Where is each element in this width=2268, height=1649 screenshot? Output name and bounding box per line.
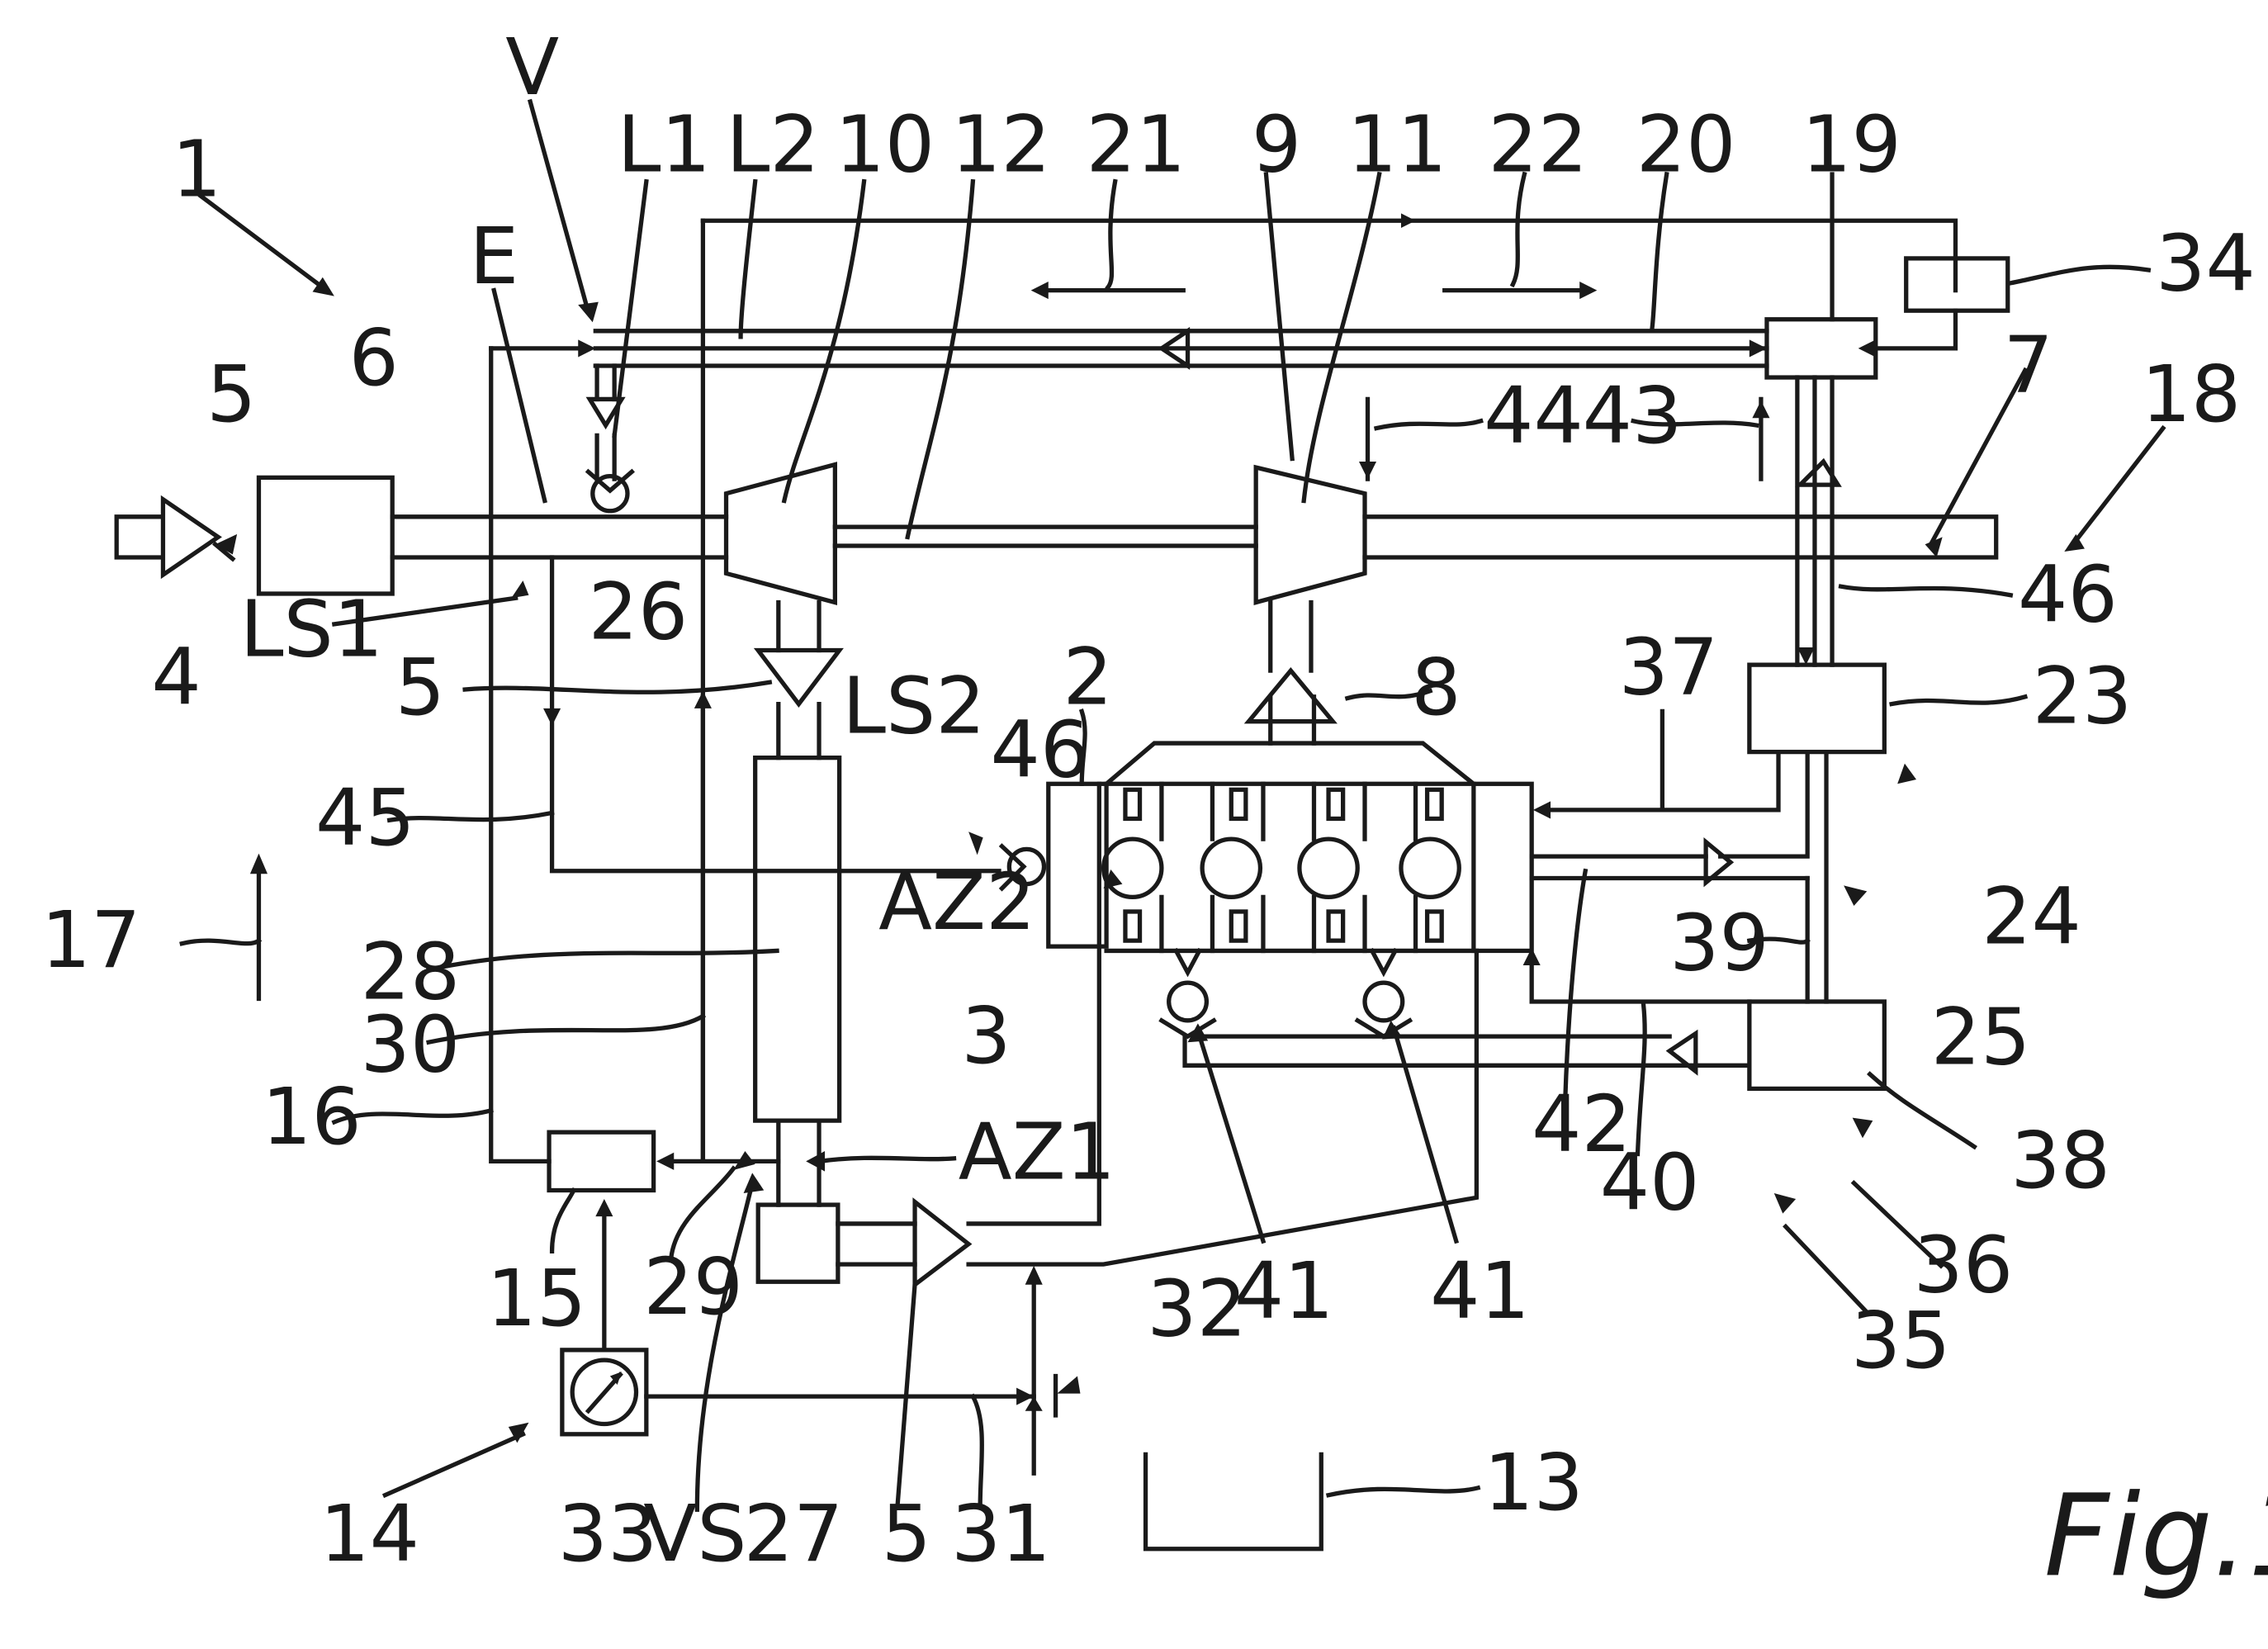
label-4: 4 <box>151 633 201 723</box>
label-24: 24 <box>1982 872 2081 963</box>
gauge-33 <box>570 1358 639 1427</box>
valve-26 <box>590 473 630 514</box>
label-L1: L1 <box>618 99 711 190</box>
label-36: 36 <box>1914 1220 2014 1311</box>
check-valve-5a <box>160 495 222 580</box>
label-16: 16 <box>262 1072 362 1163</box>
check-valve-8 <box>1243 667 1338 724</box>
label-5c: 5 <box>882 1489 931 1580</box>
valve-v <box>585 396 626 430</box>
label-AZ1: AZ1 <box>959 1106 1115 1197</box>
label-5a: 5 <box>206 349 256 440</box>
label-19: 19 <box>1802 99 1901 190</box>
label-18: 18 <box>2141 349 2241 440</box>
label-25: 25 <box>1931 993 2031 1083</box>
check-valve-5b <box>753 647 844 708</box>
label-10: 10 <box>835 99 935 190</box>
label-37: 37 <box>1619 622 1719 713</box>
label-V: V <box>505 22 559 113</box>
box-19 <box>1764 317 1878 380</box>
label-11: 11 <box>1347 99 1447 190</box>
label-17: 17 <box>41 895 141 986</box>
label-9: 9 <box>1252 99 1301 190</box>
label-7: 7 <box>2003 320 2053 411</box>
turbine-11 <box>1253 464 1367 605</box>
label-30: 30 <box>361 999 461 1090</box>
valve-41b <box>1362 980 1405 1023</box>
label-8: 8 <box>1411 642 1461 733</box>
label-5b: 5 <box>395 642 445 733</box>
label-43: 43 <box>1583 371 1683 462</box>
valve-46a <box>1006 846 1047 887</box>
figure-caption: Fig.1 <box>2044 1471 2268 1602</box>
leader-lines <box>179 98 2166 1512</box>
label-31: 31 <box>951 1489 1051 1580</box>
label-38: 38 <box>2010 1116 2110 1206</box>
label-26: 26 <box>589 566 689 657</box>
label-44: 44 <box>1484 371 1584 462</box>
label-46b: 46 <box>990 704 1090 795</box>
label-13: 13 <box>1484 1438 1584 1528</box>
box-34 <box>1904 256 2010 313</box>
label-14: 14 <box>320 1489 419 1580</box>
label-42: 42 <box>1532 1079 1631 1170</box>
tank-13 <box>1143 1452 1323 1552</box>
label-46a: 46 <box>2018 549 2118 640</box>
filter-6 <box>256 475 395 596</box>
label-28: 28 <box>361 926 461 1017</box>
box-23 <box>1747 662 1887 755</box>
label-VS: VS <box>643 1489 746 1580</box>
label-45: 45 <box>315 773 415 864</box>
label-40: 40 <box>1600 1137 1700 1228</box>
label-32: 32 <box>1147 1263 1247 1354</box>
label-12: 12 <box>951 99 1051 190</box>
cooler-28 <box>753 755 842 1123</box>
label-23: 23 <box>2033 651 2133 742</box>
check-valve-5c <box>912 1197 973 1290</box>
label-AZ2: AZ2 <box>878 857 1035 948</box>
compressor-10 <box>723 462 838 605</box>
label-29: 29 <box>643 1242 743 1333</box>
box-38 <box>1747 999 1887 1092</box>
label-1: 1 <box>172 124 221 215</box>
label-33: 33 <box>558 1489 658 1580</box>
label-LS1: LS1 <box>240 585 384 675</box>
engine-2 <box>1046 694 1534 954</box>
box-27 <box>755 1202 840 1284</box>
label-27: 27 <box>744 1489 844 1580</box>
label-20: 20 <box>1636 99 1736 190</box>
label-15: 15 <box>486 1253 586 1344</box>
label-3: 3 <box>961 991 1011 1082</box>
valve-41a <box>1167 980 1210 1023</box>
label-34: 34 <box>2156 219 2256 310</box>
label-2: 2 <box>1063 633 1112 723</box>
intake-duct <box>114 514 1999 560</box>
label-35: 35 <box>1851 1296 1951 1386</box>
label-E: E <box>469 211 518 302</box>
label-41a: 41 <box>1234 1246 1334 1337</box>
label-L2: L2 <box>727 99 820 190</box>
label-22: 22 <box>1488 99 1588 190</box>
label-39: 39 <box>1669 898 1769 988</box>
label-41b: 41 <box>1430 1246 1530 1337</box>
box-15 <box>547 1130 656 1193</box>
reference-labels: 1 V L1 L2 10 12 21 9 11 22 20 19 34 E 5 … <box>41 22 2268 1602</box>
label-LS2: LS2 <box>842 661 986 752</box>
label-6: 6 <box>348 313 398 404</box>
label-21: 21 <box>1086 99 1186 190</box>
